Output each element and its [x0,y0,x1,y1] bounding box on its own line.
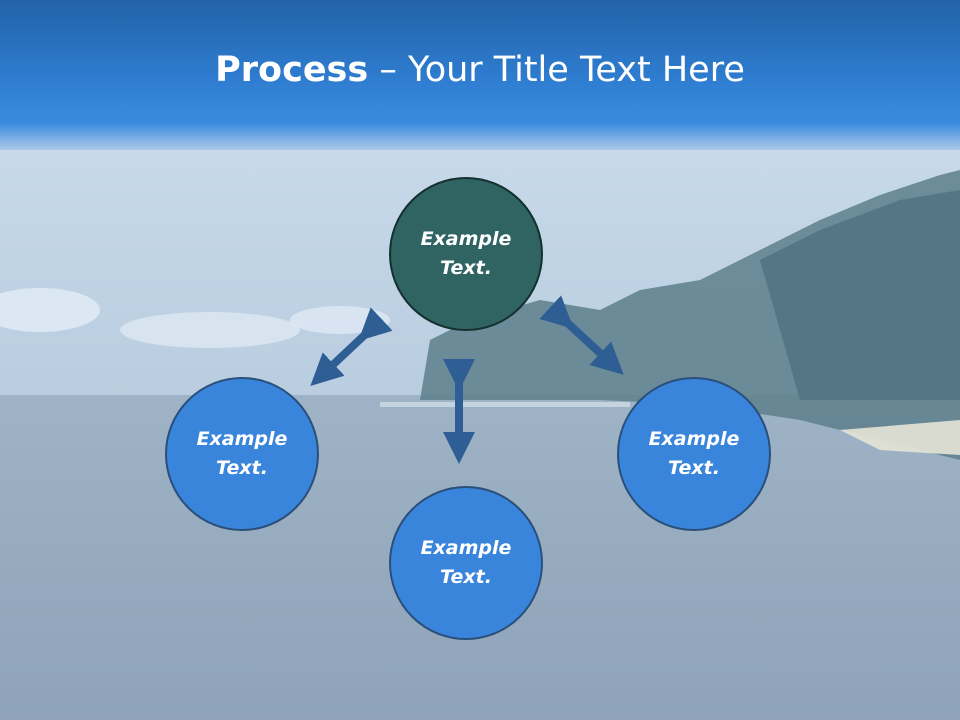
title-rest: – Your Title Text Here [368,50,745,90]
node-bottom-line2: Text. [440,566,492,588]
node-left-line1: Example [196,428,288,450]
node-right: Example Text. [617,377,771,531]
title-bold: Process [215,50,369,90]
node-left-line2: Text. [216,457,268,479]
node-right-line1: Example [648,428,740,450]
node-bottom: Example Text. [389,486,543,640]
title-bar [0,0,960,150]
node-top-line2: Text. [440,257,492,279]
node-left: Example Text. [165,377,319,531]
slide-title: Process – Your Title Text Here [0,50,960,90]
node-bottom-line1: Example [420,537,512,559]
node-top-line1: Example [420,228,512,250]
node-right-line2: Text. [668,457,720,479]
node-top: Example Text. [389,177,543,331]
